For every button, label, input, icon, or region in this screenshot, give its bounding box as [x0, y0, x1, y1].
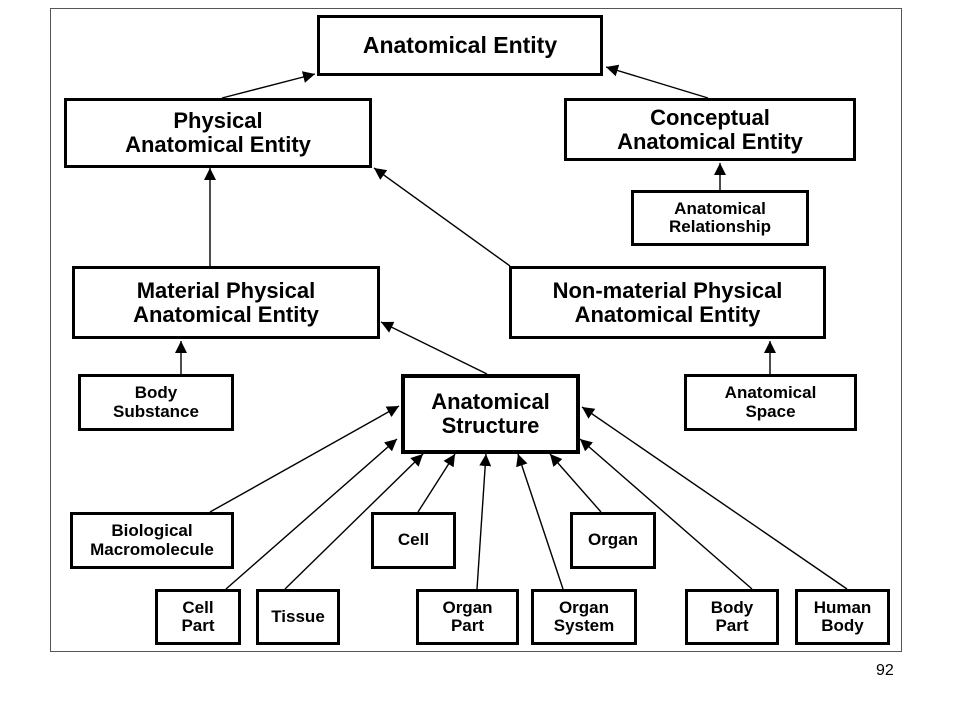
node-anatomical-entity: Anatomical Entity — [317, 15, 603, 76]
slide-frame — [50, 8, 902, 652]
edge-organ-to-structure — [549, 453, 602, 513]
node-anatomical-space: Anatomical Space — [684, 374, 857, 431]
edge-conceptual-to-anatomical-entity — [605, 64, 709, 99]
edge-organ-system-to-structure — [516, 453, 564, 590]
edge-nonmaterial-to-physical — [373, 167, 511, 267]
edge-human-body-to-structure — [581, 406, 848, 590]
node-body-substance: Body Substance — [78, 374, 234, 431]
node-physical-anatomical-entity: Physical Anatomical Entity — [64, 98, 372, 168]
node-organ-system: Organ System — [531, 589, 637, 645]
edge-cell-part-to-structure — [225, 438, 398, 590]
node-human-body: Human Body — [795, 589, 890, 645]
edge-macromolecule-to-structure — [209, 405, 400, 513]
edge-structure-to-material — [380, 321, 488, 375]
node-anatomical-relationship: Anatomical Relationship — [631, 190, 809, 246]
edge-tissue-to-structure — [284, 453, 424, 590]
edge-cell-to-structure — [417, 453, 456, 513]
edge-body-part-to-structure — [579, 438, 753, 590]
node-body-part: Body Part — [685, 589, 779, 645]
node-biological-macromolecule: Biological Macromolecule — [70, 512, 234, 569]
node-cell: Cell — [371, 512, 456, 569]
node-cell-part: Cell Part — [155, 589, 241, 645]
node-organ: Organ — [570, 512, 656, 569]
node-non-material-physical-anatomical-entity: Non-material Physical Anatomical Entity — [509, 266, 826, 339]
node-material-physical-anatomical-entity: Material Physical Anatomical Entity — [72, 266, 380, 339]
edge-organ-part-to-structure — [476, 453, 492, 590]
node-tissue: Tissue — [256, 589, 340, 645]
node-conceptual-anatomical-entity: Conceptual Anatomical Entity — [564, 98, 856, 161]
node-organ-part: Organ Part — [416, 589, 519, 645]
edge-physical-to-anatomical-entity — [221, 71, 316, 99]
page-number: 92 — [876, 662, 894, 679]
node-anatomical-structure: Anatomical Structure — [401, 374, 580, 454]
